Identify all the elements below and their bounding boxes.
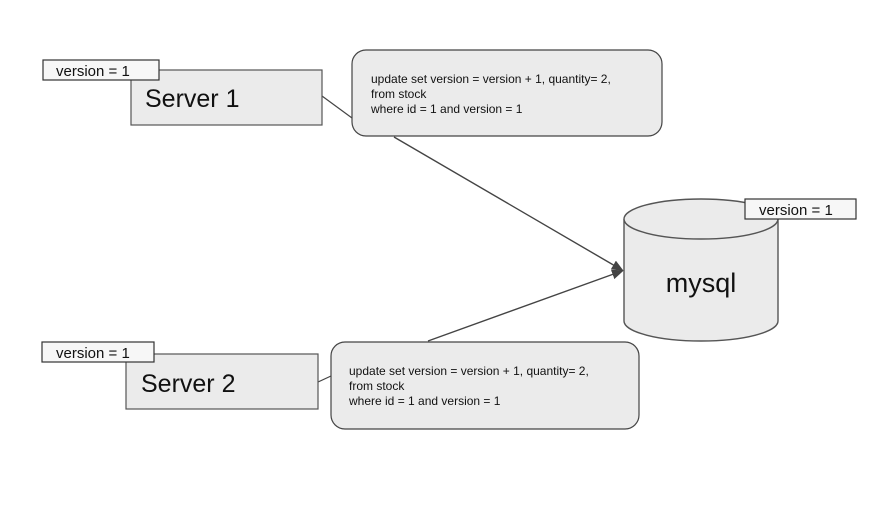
query-2-line-3: where id = 1 and version = 1 [348, 394, 501, 408]
arrow-server2-to-db [427, 269, 624, 342]
database-version-label: version = 1 [759, 202, 833, 219]
query-2-line-1: update set version = version + 1, quanti… [349, 364, 589, 378]
server-2-version-label: version = 1 [56, 345, 130, 362]
server-2-node[interactable]: Server 2 [125, 353, 319, 410]
server-2-label: Server 2 [141, 370, 235, 398]
connector-server1-query [321, 95, 353, 119]
arrow-server1-to-db [393, 136, 624, 272]
query-2-line-2: from stock [349, 379, 405, 393]
connector-server2-query [317, 375, 332, 383]
query-1-line-3: where id = 1 and version = 1 [370, 102, 523, 116]
query-1-line-1: update set version = version + 1, quanti… [371, 72, 611, 86]
server-2-version-tag: version = 1 [41, 341, 155, 363]
server-1-label: Server 1 [145, 85, 239, 113]
database-version-tag: version = 1 [744, 198, 857, 220]
server-1-version-tag: version = 1 [42, 59, 160, 81]
server-1-version-label: version = 1 [56, 63, 130, 80]
server-1-node[interactable]: Server 1 [130, 69, 323, 126]
query-box-2: update set version = version + 1, quanti… [330, 341, 640, 430]
query-1-line-2: from stock [371, 87, 427, 101]
server-1-box [130, 69, 323, 126]
database-label: mysql [666, 268, 737, 298]
database-cylinder-icon [623, 219, 779, 342]
server-2-box [125, 353, 319, 410]
query-box-1: update set version = version + 1, quanti… [351, 49, 663, 137]
mysql-database[interactable]: mysql [623, 198, 779, 342]
